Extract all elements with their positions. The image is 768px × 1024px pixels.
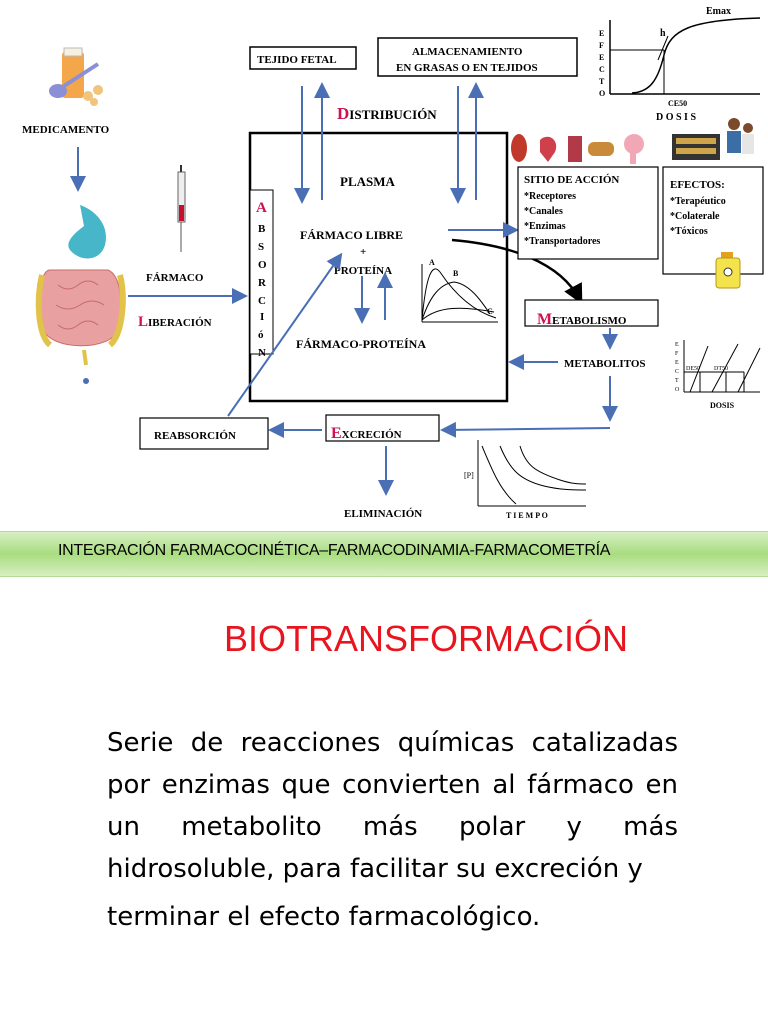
svg-text:T: T	[675, 378, 679, 384]
plasma-label: PLASMA	[340, 174, 396, 189]
svg-text:B: B	[453, 269, 459, 278]
paragraph-last-line: terminar el efecto farmacológico.	[107, 902, 541, 932]
almacenamiento-label-1: ALMACENAMIENTO	[412, 46, 523, 58]
svg-text:DE50: DE50	[686, 366, 700, 372]
sitio-item: *Transportadores	[524, 236, 600, 247]
pharmacology-diagram: MEDICAMENTO FÁRMACO LIBERACIÓN TEJIDO FE…	[22, 6, 764, 520]
efecto-axis-label: E F E C T O	[599, 29, 605, 98]
svg-text:E: E	[675, 342, 679, 348]
svg-text:D O S I S: D O S I S	[656, 112, 696, 123]
almacenamiento-label-2: EN GRASAS O EN TEJIDOS	[396, 62, 538, 74]
svg-text:O: O	[675, 387, 680, 393]
efectos-item: *Colaterale	[670, 211, 720, 222]
sitio-item: *Canales	[524, 206, 563, 217]
definition-paragraph: Serie de reacciones químicas catalizadas…	[107, 722, 678, 938]
therapeutic-index-chart: DE50 DT50 DOSIS E F E C T O	[675, 340, 761, 410]
svg-text:E: E	[599, 29, 604, 38]
svg-text:O: O	[599, 89, 605, 98]
svg-text:h: h	[660, 28, 666, 39]
svg-text:CE50: CE50	[668, 99, 687, 108]
farmaco-proteina-label: FÁRMACO-PROTEÍNA	[296, 337, 426, 351]
svg-text:E: E	[599, 53, 604, 62]
svg-text:C: C	[258, 295, 266, 307]
liberacion-label: LIBERACIÓN	[138, 314, 212, 330]
svg-text:B: B	[258, 223, 266, 235]
concentration-curves-chart: A B C	[421, 258, 498, 323]
efecto-axis-label-small: E F E C T O	[675, 342, 680, 393]
farmaco-label: FÁRMACO	[146, 272, 204, 284]
svg-text:DOSIS: DOSIS	[710, 401, 735, 410]
absorcion-label: A B S O R C I ó N	[256, 200, 267, 359]
banner-text: INTEGRACIÓN FARMACOCINÉTICA–FARMACODINAM…	[58, 542, 611, 559]
organs-icons	[511, 134, 644, 164]
svg-text:A: A	[429, 258, 435, 267]
eliminacion-label: ELIMINACIÓN	[344, 508, 422, 520]
svg-text:Emax: Emax	[706, 6, 731, 17]
svg-text:R: R	[258, 277, 267, 289]
svg-text:I: I	[260, 311, 264, 323]
medication-icon	[49, 47, 103, 106]
svg-text:T I E M P O: T I E M P O	[506, 511, 548, 520]
svg-text:F: F	[599, 41, 604, 50]
digestive-tract-icon	[35, 205, 126, 384]
svg-text:T: T	[599, 77, 605, 86]
svg-text:C: C	[675, 369, 679, 375]
svg-text:N: N	[258, 347, 266, 359]
svg-text:C: C	[599, 65, 605, 74]
metabolitos-label: METABOLITOS	[564, 358, 646, 370]
medicamento-label: MEDICAMENTO	[22, 124, 110, 136]
dose-response-chart: Emax h CE50 D O S I S E F E C T O	[599, 6, 761, 123]
farmaco-libre-label: FÁRMACO LIBRE	[300, 228, 403, 242]
section-banner: INTEGRACIÓN FARMACOCINÉTICA–FARMACODINAM…	[0, 531, 768, 577]
toxic-bottle-icon	[715, 252, 741, 289]
sitio-item: *Receptores	[524, 191, 576, 202]
plus-label: +	[360, 246, 366, 258]
sitio-item: *Enzimas	[524, 221, 566, 232]
metabolismo-label: METABOLISMO	[537, 311, 627, 328]
efectos-item: *Terapéutico	[670, 196, 726, 207]
efectos-item: *Tóxicos	[670, 226, 708, 237]
svg-text:C: C	[487, 307, 493, 316]
laboratory-icon	[672, 118, 754, 160]
sitio-title: SITIO DE ACCIÓN	[524, 174, 619, 186]
efectos-title: EFECTOS:	[670, 179, 725, 191]
svg-text:F: F	[675, 351, 679, 357]
paragraph-main: Serie de reacciones químicas catalizadas…	[107, 728, 678, 884]
distribucion-label: DISTRIBUCIÓN	[337, 104, 437, 123]
svg-text:A: A	[256, 200, 267, 216]
syringe-icon	[177, 165, 186, 252]
svg-text:O: O	[258, 259, 267, 271]
svg-text:[P]: [P]	[464, 471, 474, 480]
excrecion-label: EXCRECIÓN	[331, 425, 402, 442]
elimination-time-chart: [P] T I E M P O	[464, 440, 587, 520]
reabsorcion-label: REABSORCIÓN	[154, 430, 236, 442]
svg-text:DT50: DT50	[714, 366, 728, 372]
tejido-fetal-label: TEJIDO FETAL	[257, 54, 337, 66]
proteina-label: PROTEÍNA	[334, 265, 392, 277]
slide-title: BIOTRANSFORMACIÓN	[223, 618, 628, 659]
svg-text:E: E	[675, 360, 679, 366]
svg-text:S: S	[258, 241, 264, 253]
svg-text:ó: ó	[258, 329, 264, 341]
